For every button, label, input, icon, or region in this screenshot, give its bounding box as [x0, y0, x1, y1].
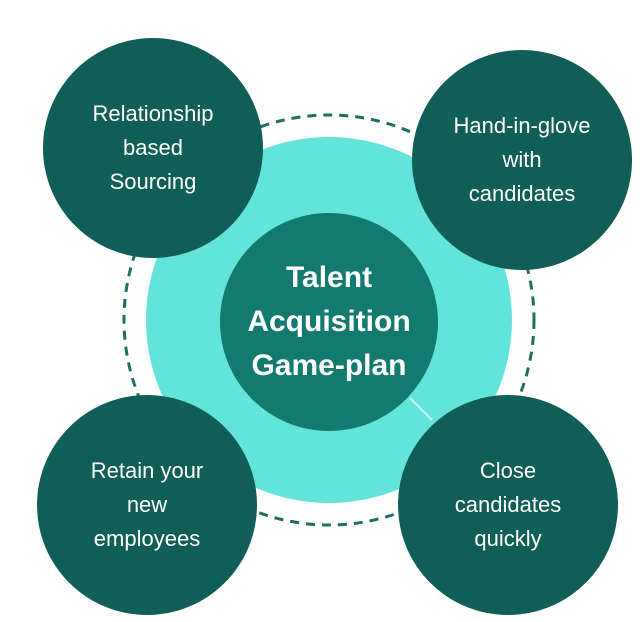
node-hand-in-glove-with-candidates: Hand-in-glove with candidates: [412, 50, 632, 270]
node-label-relationship-based-sourcing: Relationship based Sourcing: [92, 101, 214, 194]
node-retain-your-new-employees: Retain your new employees: [37, 395, 257, 615]
node-label-hand-in-glove-with-candidates: Hand-in-glove with candidates: [453, 113, 591, 206]
center-node-talent-acquisition-game-plan: Talent Acquisition Game-plan: [220, 213, 438, 431]
connector-line: [409, 397, 433, 421]
center-node-label: Talent Acquisition Game-plan: [247, 261, 411, 382]
node-label-close-candidates-quickly: Close candidates quickly: [454, 458, 562, 551]
node-relationship-based-sourcing: Relationship based Sourcing: [43, 38, 263, 258]
node-label-retain-your-new-employees: Retain your new employees: [90, 458, 204, 551]
node-close-candidates-quickly: Close candidates quickly: [398, 395, 618, 615]
dashed-orbit-ring: [122, 113, 536, 527]
